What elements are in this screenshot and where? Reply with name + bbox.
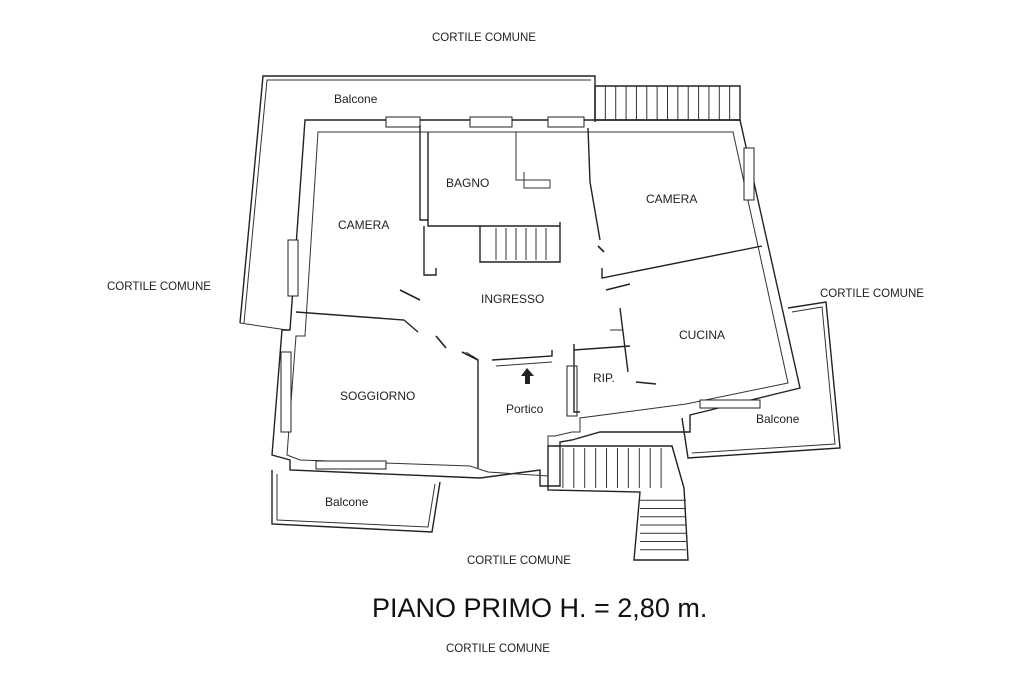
courtyard-footer-label: CORTILE COMUNE [446, 643, 550, 655]
balcony-right-label: Balcone [756, 412, 800, 426]
balcony-top-label: Balcone [334, 92, 378, 106]
room-bagno-label: BAGNO [446, 176, 489, 190]
room-camera-left-label: CAMERA [338, 218, 389, 232]
plan-title: PIANO PRIMO H. = 2,80 m. [372, 593, 707, 623]
entrance-arrow-icon [521, 368, 534, 384]
balcony-right [681, 301, 841, 459]
stair-bottom [547, 445, 689, 561]
courtyard-right-label: CORTILE COMUNE [820, 288, 924, 300]
balcony-bottom-left [271, 470, 441, 533]
room-soggiorno-label: SOGGIORNO [340, 389, 415, 403]
courtyard-bottom-label: CORTILE COMUNE [467, 555, 571, 567]
room-cucina-label: CUCINA [679, 328, 725, 342]
room-portico-label: Portico [506, 402, 544, 416]
stair-top-right [594, 85, 741, 121]
balcony-bottom-left-label: Balcone [325, 495, 369, 509]
room-ingresso-label: INGRESSO [481, 292, 544, 306]
interior-walls [295, 125, 763, 468]
courtyard-top-label: CORTILE COMUNE [432, 32, 536, 44]
room-rip-label: RIP. [593, 371, 615, 385]
courtyard-left-label: CORTILE COMUNE [107, 281, 211, 293]
windows-top [280, 116, 761, 470]
room-camera-right-label: CAMERA [646, 192, 697, 206]
